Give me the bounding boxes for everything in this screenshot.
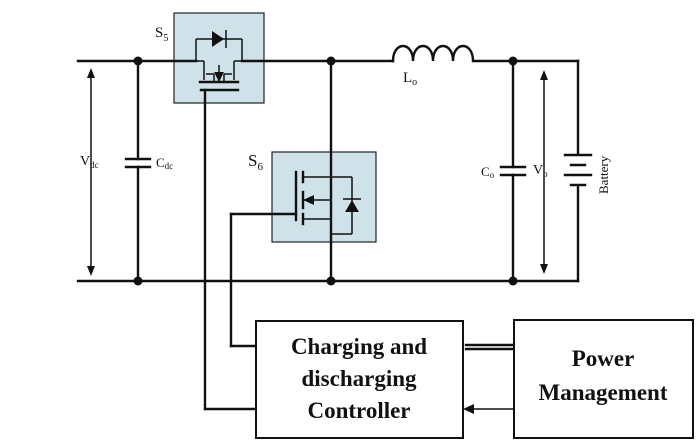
capacitor-cdc	[124, 59, 152, 283]
vb-label: Vb	[533, 163, 548, 179]
power-line-2: Management	[538, 380, 667, 405]
gate-wire-s6	[229, 212, 298, 348]
vdc-label: Vdc	[80, 154, 99, 170]
controller-line-1: Charging and	[291, 334, 427, 359]
s6-switch-box	[271, 151, 377, 243]
power-management-box	[513, 319, 694, 439]
controller-box	[255, 320, 464, 439]
link-wire	[464, 343, 516, 351]
lo-label: Lo	[403, 70, 417, 88]
feedback-arrow	[463, 404, 514, 414]
controller-line-2: discharging	[301, 366, 417, 391]
s5-switch-box	[173, 12, 265, 104]
power-line-1: Power	[572, 346, 635, 371]
gate-wire-s5	[203, 88, 258, 411]
battery-label: Battery	[596, 155, 611, 194]
vdc-arrow	[87, 68, 95, 276]
vb-arrow	[540, 70, 548, 274]
inductor-lo	[391, 44, 475, 63]
cdc-label: Cdc	[156, 155, 173, 171]
capacitor-co	[499, 59, 527, 283]
co-label: Co	[481, 164, 495, 180]
s6-label: S6	[248, 151, 263, 173]
controller-line-3: Controller	[307, 398, 410, 423]
s5-label: S5	[155, 25, 168, 44]
s6-switch	[294, 170, 361, 235]
s5-switch	[195, 30, 243, 92]
battery-symbol	[563, 59, 593, 283]
